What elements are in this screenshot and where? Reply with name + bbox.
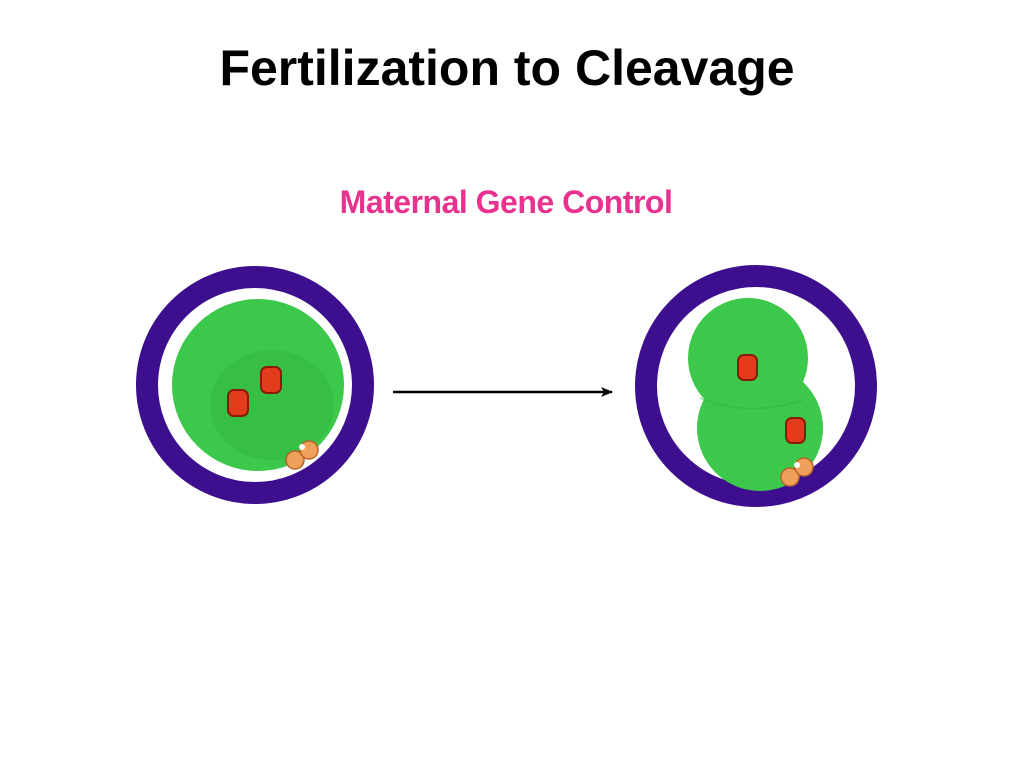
slide-title: Fertilization to Cleavage bbox=[219, 40, 795, 96]
slide-subtitle: Maternal Gene Control bbox=[339, 184, 673, 220]
zona-pellucida-left bbox=[136, 266, 374, 504]
polar-bodies-left bbox=[285, 440, 319, 470]
zygote-cytoplasm bbox=[172, 299, 344, 471]
maternal-pronucleus bbox=[227, 389, 249, 417]
paternal-pronucleus bbox=[260, 366, 282, 394]
zygote-cytoplasm-shade bbox=[210, 350, 334, 460]
two-cell-embryo bbox=[635, 265, 877, 507]
blastomere-lower-nucleus bbox=[785, 417, 806, 444]
polar-bodies-right bbox=[780, 457, 814, 487]
zygote bbox=[136, 266, 374, 504]
blastomere-upper-nucleus bbox=[737, 354, 758, 381]
zona-pellucida-right bbox=[635, 265, 877, 507]
cleavage-furrow bbox=[699, 397, 804, 410]
